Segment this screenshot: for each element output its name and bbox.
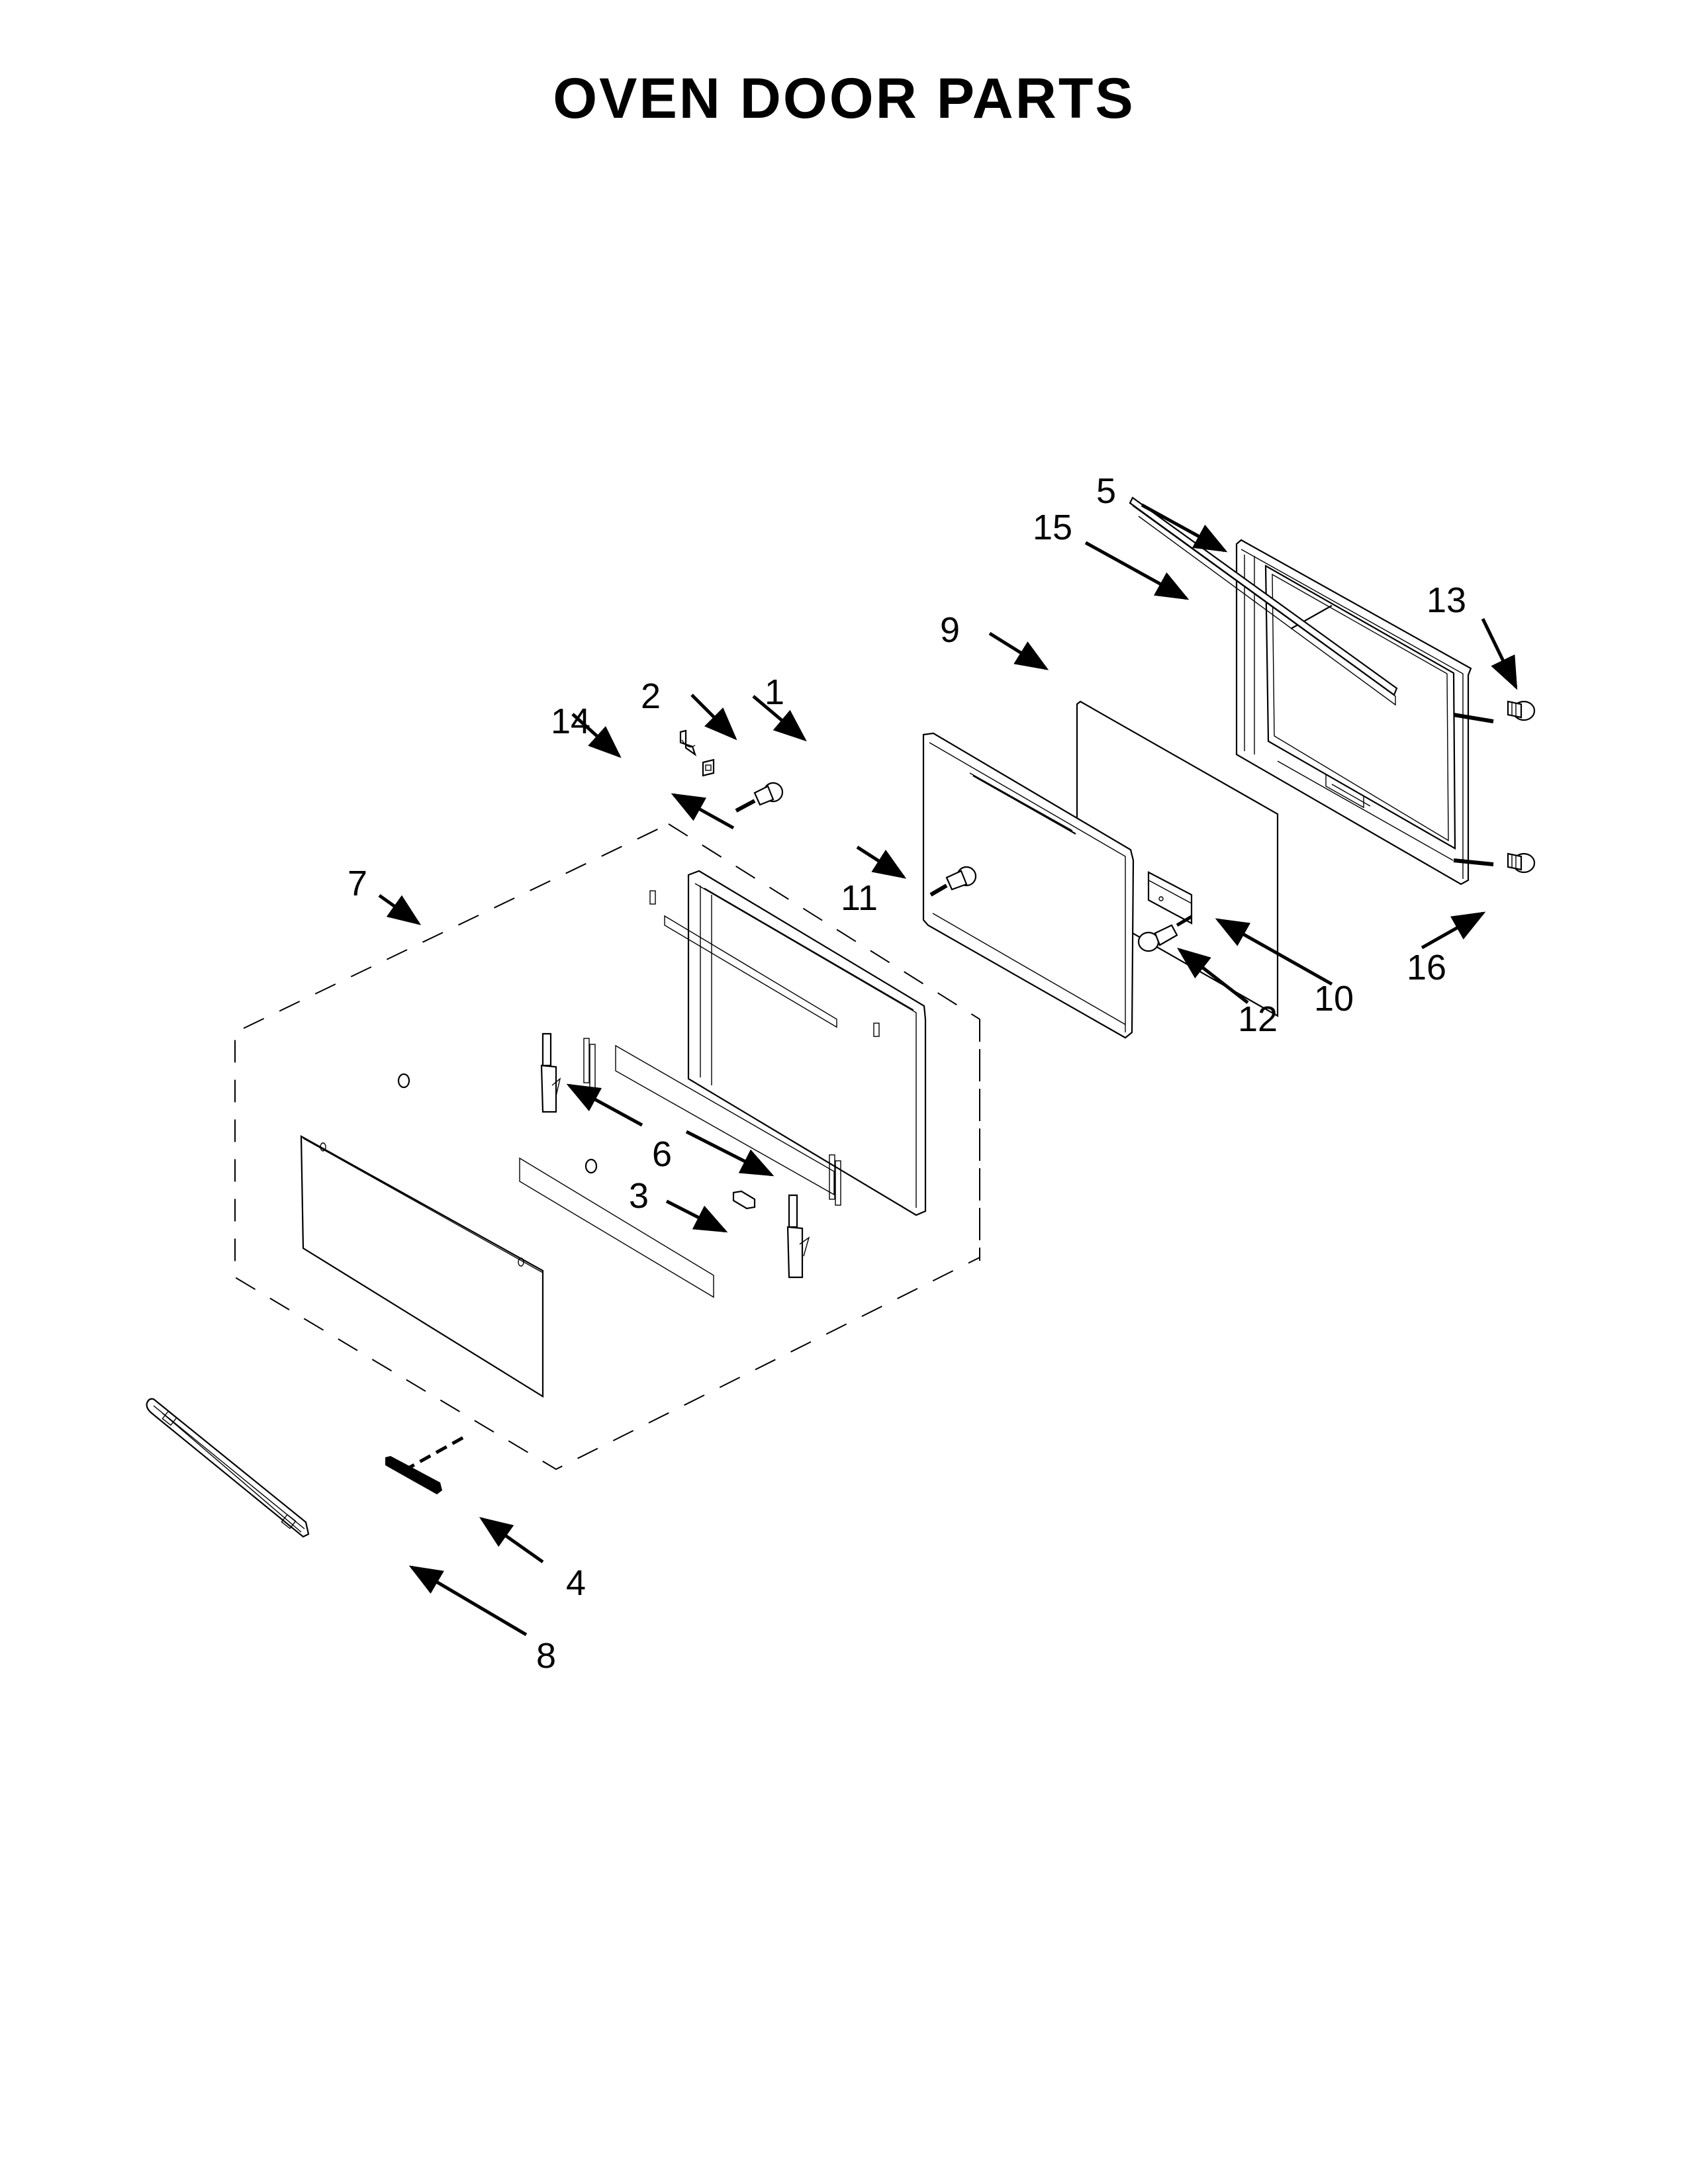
hinge-left[interactable] <box>540 1032 561 1113</box>
callout-14[interactable]: 14 <box>551 702 590 741</box>
outer-glass-panel <box>300 1073 598 1398</box>
screw-11-bottom[interactable] <box>929 866 977 897</box>
callout-9[interactable]: 9 <box>940 610 960 650</box>
callout-5[interactable]: 5 <box>1096 471 1116 511</box>
hinge-right[interactable] <box>786 1194 810 1279</box>
callout-8[interactable]: 8 <box>536 1636 556 1676</box>
screw-11-top[interactable] <box>735 782 784 813</box>
callout-16[interactable]: 16 <box>1407 948 1446 987</box>
callout-labels: 5 15 13 9 1 2 14 7 11 10 12 16 6 3 4 8 <box>348 471 1466 1676</box>
callout-1[interactable]: 1 <box>765 672 784 712</box>
callout-12[interactable]: 12 <box>1238 999 1278 1039</box>
callout-11[interactable]: 11 <box>841 878 878 918</box>
door-liner-frame[interactable] <box>922 732 1135 1039</box>
callout-2[interactable]: 2 <box>641 676 661 716</box>
callout-arrows <box>378 503 1518 1637</box>
bracket[interactable] <box>1147 871 1193 925</box>
door-handle[interactable] <box>146 1398 310 1538</box>
callout-6[interactable]: 6 <box>652 1134 672 1174</box>
callout-4[interactable]: 4 <box>566 1563 586 1603</box>
clip-14[interactable] <box>702 758 715 777</box>
callout-10[interactable]: 10 <box>1314 979 1354 1019</box>
screw-16[interactable] <box>1507 852 1536 874</box>
callout-7[interactable]: 7 <box>348 864 367 903</box>
screw-12[interactable] <box>1137 915 1193 952</box>
callout-15[interactable]: 15 <box>1033 508 1072 547</box>
page-title: OVEN DOOR PARTS <box>553 67 1135 130</box>
screw-3[interactable] <box>732 1190 756 1210</box>
clip-2[interactable] <box>679 729 697 756</box>
door-frame-assembly <box>649 870 927 1216</box>
glass-strips <box>519 1038 841 1298</box>
callout-13[interactable]: 13 <box>1427 580 1466 620</box>
screw-13[interactable] <box>1507 700 1536 721</box>
nameplate-badge[interactable] <box>385 1435 465 1494</box>
callout-3[interactable]: 3 <box>629 1176 649 1216</box>
